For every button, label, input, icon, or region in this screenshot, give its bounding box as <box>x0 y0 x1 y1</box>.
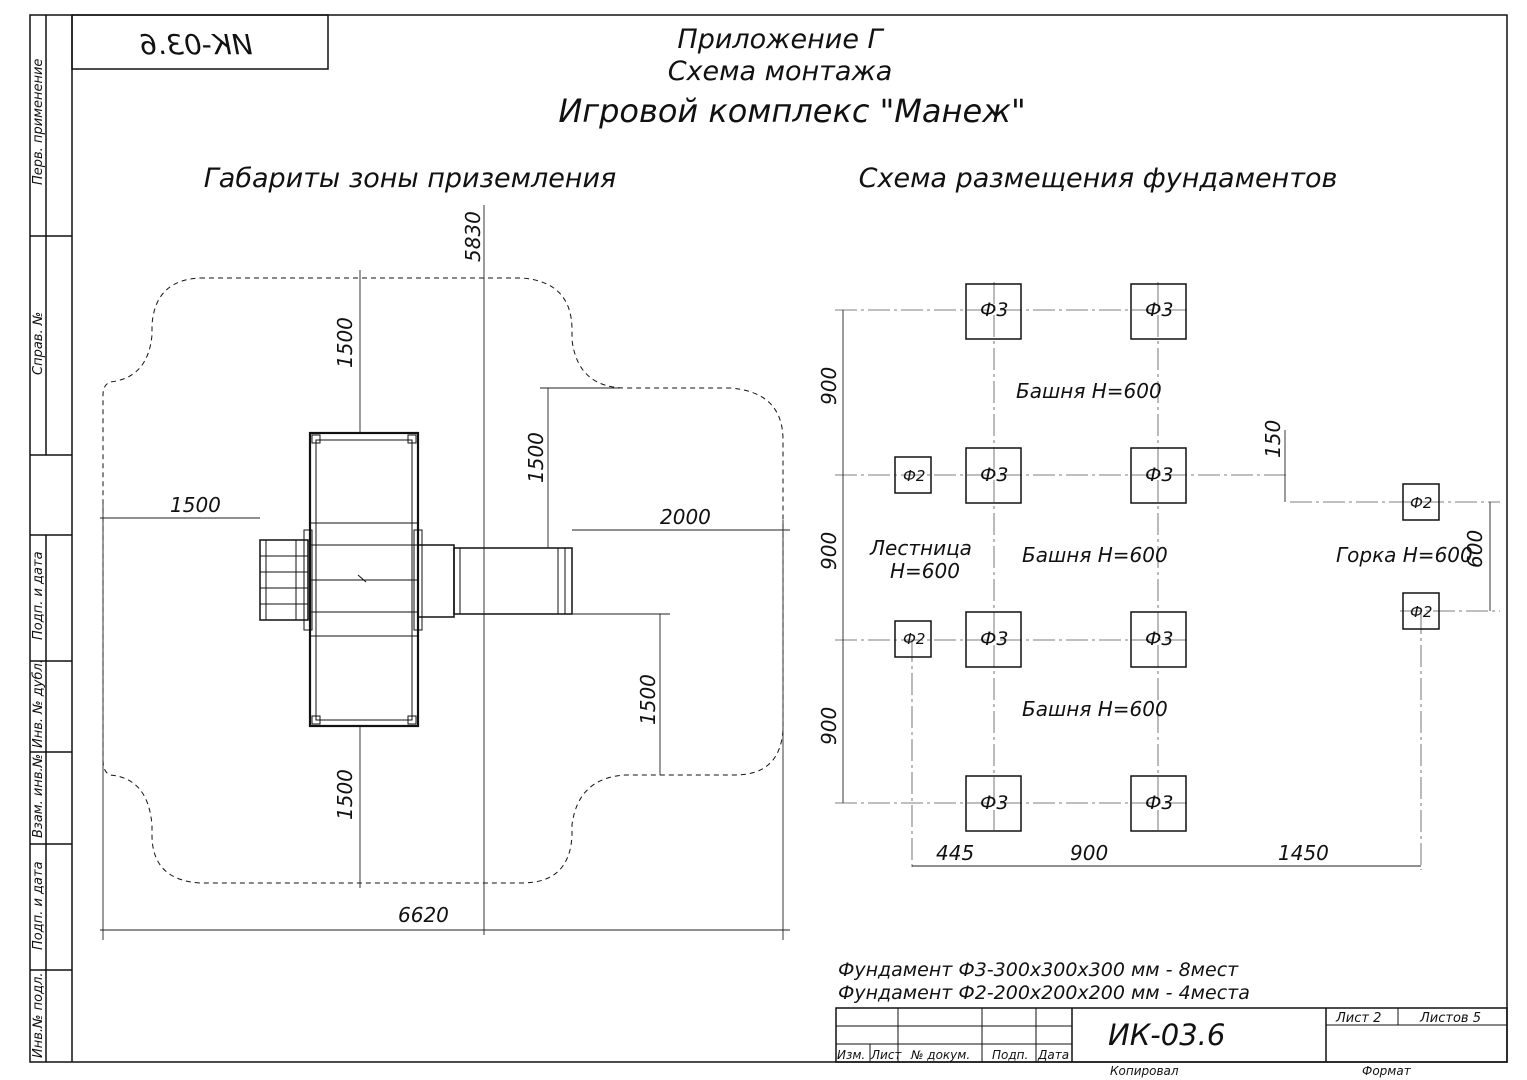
side-label-sprav: Справ. № <box>31 312 46 375</box>
right-section-title: Схема размещения фундаментов <box>859 163 1338 194</box>
dim-h3: 1450 <box>1278 841 1329 865</box>
title-block: Изм. Лист № докум. Подп. Дата ИК-03.6 Ли… <box>835 1007 1508 1078</box>
tower-label-1: Башня H=600 <box>1016 379 1162 403</box>
f3-label-4: Ф3 <box>1145 464 1173 486</box>
note-f3: Фундамент Ф3-300х300х300 мм - 8мест <box>838 959 1239 981</box>
sheet-number: Лист 2 <box>1335 1011 1381 1026</box>
f3-label-7: Ф3 <box>980 792 1008 814</box>
appendix-title: Приложение Г <box>677 24 884 55</box>
foundations-drawing: Ф3 Ф3 Ф3 Ф3 Ф3 Ф3 Ф3 Ф3 Ф2 Ф2 Ф2 Ф2 Башн… <box>817 282 1500 870</box>
dim-h2: 900 <box>1070 841 1108 865</box>
side-label-perv: Перв. применение <box>31 59 46 185</box>
dim-v1: 900 <box>817 367 841 405</box>
col-izm: Изм. <box>837 1048 865 1062</box>
side-label-inv-podl: Инв.№ подл. <box>31 972 46 1058</box>
dim-v3: 900 <box>817 707 841 745</box>
f3-label-5: Ф3 <box>980 628 1008 650</box>
landing-zone-drawing: 5830 1500 1500 1500 1500 2000 1500 6620 <box>100 205 790 940</box>
side-labels: Перв. применение Справ. № Подп. и дата И… <box>31 59 46 1058</box>
col-doc: № докум. <box>910 1048 970 1062</box>
col-sign: Подп. <box>992 1048 1028 1062</box>
f3-label-1: Ф3 <box>980 299 1008 321</box>
dim-offset: 150 <box>1261 420 1285 458</box>
ladder-label-2: H=600 <box>890 559 960 583</box>
dim-total-width: 6620 <box>398 903 449 927</box>
side-label-podp2: Подп. и дата <box>31 861 46 950</box>
document-code: ИК-03.6 <box>1108 1018 1225 1052</box>
f2-label-1: Ф2 <box>903 467 925 485</box>
sheets-total: Листов 5 <box>1419 1011 1481 1026</box>
slide-label: Горка H=600 <box>1336 543 1473 567</box>
dim-slide-top: 1500 <box>524 432 548 483</box>
outer-frame <box>29 14 1508 1063</box>
side-label-vzam: Взам. инв.№ <box>31 754 46 838</box>
f2-label-3: Ф2 <box>1410 494 1432 512</box>
dim-top: 1500 <box>333 317 357 368</box>
dim-h1: 445 <box>936 841 974 865</box>
side-label-inv-dubl: Инв. № дубл. <box>31 659 46 748</box>
stamp-code: ИК-03.6 <box>139 28 252 61</box>
f3-label-3: Ф3 <box>980 464 1008 486</box>
dim-left: 1500 <box>170 493 221 517</box>
col-date: Дата <box>1037 1048 1069 1062</box>
tower-label-3: Башня H=600 <box>1022 697 1168 721</box>
dim-slide-gap: 600 <box>1463 530 1487 568</box>
f3-label-6: Ф3 <box>1145 628 1173 650</box>
dim-slide-bottom: 1500 <box>636 674 660 725</box>
tower-label-2: Башня H=600 <box>1022 543 1168 567</box>
dim-total-height: 5830 <box>461 211 485 262</box>
dim-right: 2000 <box>660 505 711 529</box>
format-label: Формат <box>1362 1064 1412 1078</box>
side-label-podp1: Подп. и дата <box>31 551 46 640</box>
copied-label: Копировал <box>1110 1064 1179 1078</box>
f3-label-8: Ф3 <box>1145 792 1173 814</box>
left-section-title: Габариты зоны приземления <box>204 163 617 194</box>
ladder-label-1: Лестница <box>869 536 972 560</box>
dim-v2: 900 <box>817 532 841 570</box>
f3-label-2: Ф3 <box>1145 299 1173 321</box>
f2-label-2: Ф2 <box>903 630 925 648</box>
note-f2: Фундамент Ф2-200х200х200 мм - 4места <box>838 982 1250 1004</box>
col-list: Лист <box>870 1048 902 1062</box>
page-title: Игровой комплекс "Манеж" <box>558 92 1025 130</box>
dim-bottom: 1500 <box>333 769 357 820</box>
scheme-subtitle: Схема монтажа <box>668 56 893 87</box>
f2-label-4: Ф2 <box>1410 603 1432 621</box>
